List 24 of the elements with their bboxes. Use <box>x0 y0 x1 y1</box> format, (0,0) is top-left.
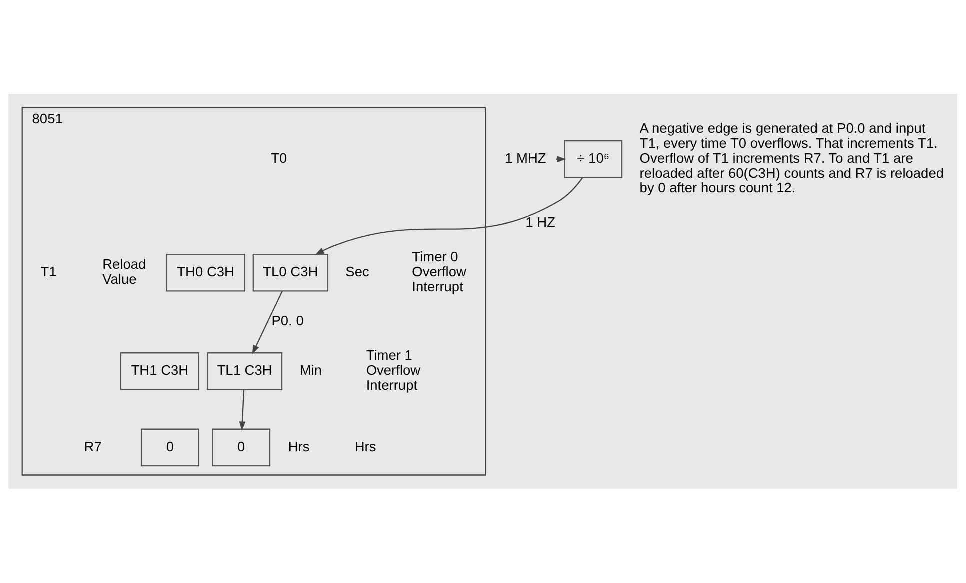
arrow <box>315 178 584 256</box>
label: Timer 1 Overflow Interrupt <box>366 348 421 393</box>
node-box: TL1 C3H <box>206 352 283 390</box>
arrow <box>239 390 246 431</box>
node-label: Min <box>300 363 322 378</box>
node-label: R7 <box>84 439 102 454</box>
arrow <box>252 290 283 354</box>
node-text: 1 MHZ <box>505 150 546 166</box>
node-box: TH0 C3H <box>166 254 246 292</box>
label: Timer 0 Overflow Interrupt <box>412 250 466 294</box>
node-box: 0 <box>212 428 271 467</box>
label: A negative edge is generated at P0.0 and input T1, every time T0 overflows. That increments T1. Overflow of T1 increments R7. To and T1 are reloaded after 60(C3H) counts and R7 is reloaded by 0 after hours count 12. <box>640 121 944 196</box>
edge-label: 1 HZ <box>526 215 556 230</box>
edge-label: P0. 0 <box>272 314 304 329</box>
label: Hrs <box>354 439 376 454</box>
node-box: TL0 C3H <box>252 254 328 292</box>
node-box: 0 <box>141 428 200 467</box>
label: T1 <box>40 264 57 280</box>
node-label: Reload Value <box>102 256 146 287</box>
label: T0 <box>271 150 288 166</box>
node-label: Sec <box>346 264 370 280</box>
node-box: ÷ 10⁶ <box>564 140 623 178</box>
node-label: Hrs <box>288 439 310 454</box>
node-box: TH1 C3H <box>120 352 200 390</box>
